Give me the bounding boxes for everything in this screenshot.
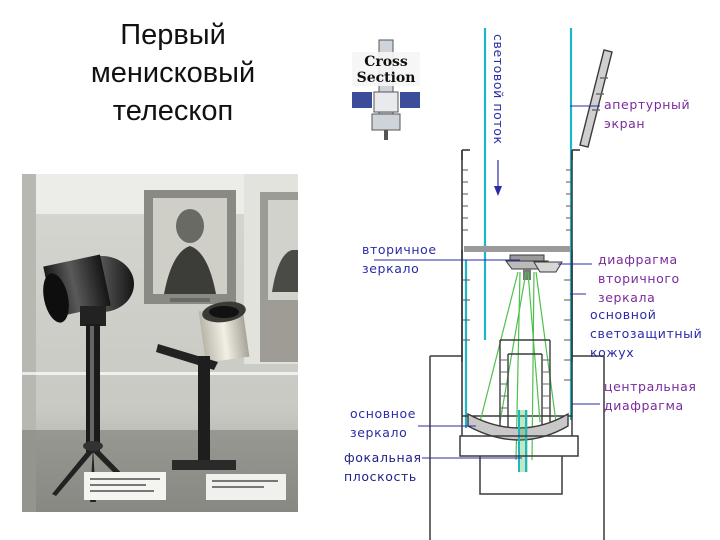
- light-rays: [464, 28, 573, 428]
- label-focal-plane-2: плоскость: [344, 469, 417, 484]
- page-title: Первый менисковый телескоп: [58, 16, 288, 130]
- base-housing: [429, 355, 605, 540]
- label-aperture-screen-2: экран: [604, 116, 645, 131]
- white-telescope: [156, 301, 298, 470]
- label-secondary-mirror-1: вторичное: [362, 242, 437, 257]
- telescope-photo: [22, 174, 298, 512]
- label-primary-mirror-2: зеркало: [350, 425, 407, 440]
- label-aperture-screen-1: апертурный: [604, 97, 690, 112]
- secondary-mirror: [505, 254, 563, 280]
- label-central-diaphragm-1: центральная: [604, 379, 697, 394]
- badge-line-2: Section: [357, 70, 416, 86]
- label-central-diaphragm-2: диафрагма: [604, 398, 684, 413]
- aperture-screen: [579, 49, 613, 148]
- badge-line-1: Cross: [364, 54, 408, 70]
- label-main-hood-2: светозащитный: [590, 326, 702, 341]
- label-secondary-diaphragm-2: вторичного: [598, 271, 680, 286]
- label-primary-mirror-1: основное: [350, 406, 416, 421]
- tube-ticks: [462, 169, 572, 381]
- light-flow-label: световой поток: [491, 34, 506, 196]
- cross-section-badge: Cross Section: [352, 39, 420, 140]
- tube-body: [461, 149, 580, 417]
- label-secondary-mirror-2: зеркало: [362, 261, 419, 276]
- title-line-2: менисковый: [90, 57, 256, 89]
- title-line-1: Первый: [120, 19, 226, 51]
- focal-tube: [518, 410, 528, 472]
- label-secondary-diaphragm-1: диафрагма: [598, 252, 678, 267]
- label-focal-plane-1: фокальная: [344, 450, 422, 465]
- title-line-3: телескоп: [112, 95, 234, 127]
- label-main-hood-1: основной: [590, 307, 656, 322]
- black-telescope: [43, 254, 140, 502]
- leader-lines: [374, 105, 600, 459]
- label-main-hood-3: кожух: [590, 345, 634, 360]
- cross-section-diagram: Cross Section: [330, 10, 720, 540]
- label-secondary-diaphragm-3: зеркала: [598, 290, 655, 305]
- central-baffle: [499, 339, 551, 430]
- light-flow-text: световой поток: [491, 34, 506, 145]
